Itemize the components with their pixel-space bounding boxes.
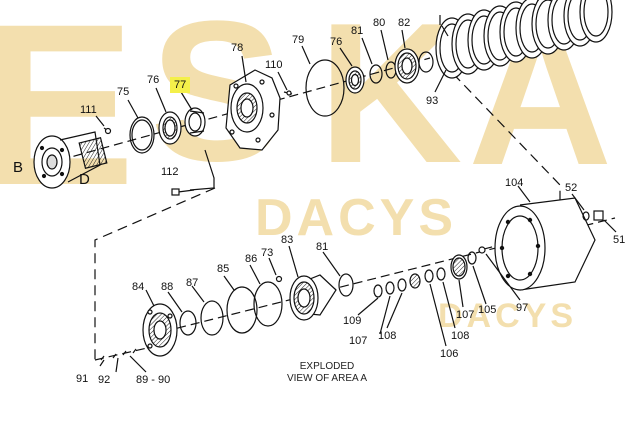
callout-107: 107 xyxy=(456,309,475,321)
callout-85: 85 xyxy=(217,263,230,275)
callout-109: 109 xyxy=(343,315,362,327)
callout-86: 86 xyxy=(245,253,258,265)
callout-89-90: 89 - 90 xyxy=(136,374,171,386)
callout-52: 52 xyxy=(565,182,578,194)
callout-91: 91 xyxy=(76,373,89,385)
callout-51: 51 xyxy=(613,234,626,246)
callout-84: 84 xyxy=(132,281,145,293)
caption-line-1: EXPLODED xyxy=(299,361,355,372)
callout-106: 106 xyxy=(440,348,459,360)
callout-108: 108 xyxy=(378,330,397,342)
callout-78: 78 xyxy=(231,42,244,54)
view-letter-d: D xyxy=(79,171,90,188)
callout-108: 108 xyxy=(451,330,470,342)
caption: EXPLODED VIEW OF AREA A xyxy=(272,361,382,385)
callout-82: 82 xyxy=(398,17,411,29)
view-letter-b: B xyxy=(13,159,24,176)
callout-112: 112 xyxy=(161,166,179,178)
callout-105: 105 xyxy=(478,304,497,316)
callout-97: 97 xyxy=(516,302,529,314)
highlight-77 xyxy=(170,77,190,93)
caption-line-2: VIEW OF AREA A xyxy=(286,373,368,384)
callout-93: 93 xyxy=(426,95,439,107)
callout-83: 83 xyxy=(281,234,294,246)
callout-76: 76 xyxy=(147,74,160,86)
callout-73: 73 xyxy=(261,247,274,259)
callout-81: 81 xyxy=(316,241,329,253)
callout-107: 107 xyxy=(349,335,368,347)
callout-110: 110 xyxy=(265,59,283,71)
callout-92: 92 xyxy=(98,374,111,386)
callout-87: 87 xyxy=(186,277,199,289)
callout-81: 81 xyxy=(351,25,364,37)
callout-76: 76 xyxy=(330,36,343,48)
callout-75: 75 xyxy=(117,86,130,98)
callout-79: 79 xyxy=(292,34,305,46)
callout-104: 104 xyxy=(505,177,524,189)
callout-111: 111 xyxy=(80,104,97,116)
callout-80: 80 xyxy=(373,17,386,29)
callout-77: 77 xyxy=(174,79,187,91)
callout-88: 88 xyxy=(161,281,174,293)
